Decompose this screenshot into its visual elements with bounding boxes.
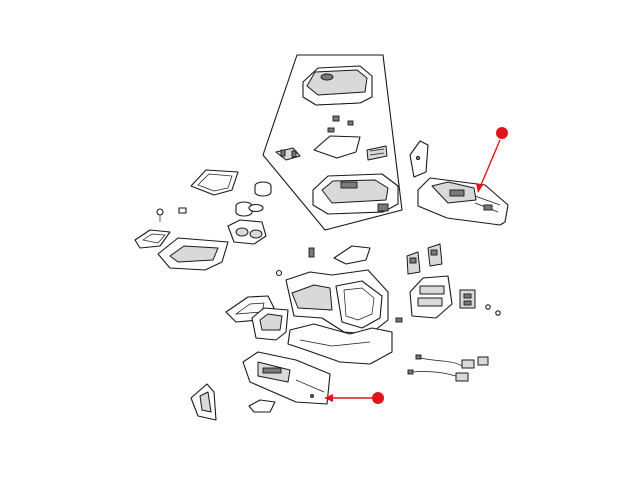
- end-cap-trim: [190, 383, 217, 421]
- callout-leader-upper: [477, 139, 501, 193]
- wire-harness: [407, 354, 489, 382]
- console-bin: [285, 269, 389, 335]
- callout-upper-right[interactable]: [476, 127, 508, 193]
- small-clip-mid: [275, 247, 315, 277]
- lid-cover-panel: [190, 169, 239, 196]
- inset-frame: [262, 54, 403, 231]
- lid-clips: [327, 115, 354, 133]
- switch-modules: [406, 243, 443, 275]
- rear-vent-panel: [409, 275, 453, 319]
- lid-inner-plate: [313, 135, 361, 159]
- shift-pad: [333, 245, 371, 265]
- armrest-inset-group: [262, 54, 403, 231]
- upper-right-trim-panel: [417, 177, 509, 226]
- callout-lower-left[interactable]: [324, 392, 384, 404]
- lid-base-tray: [312, 173, 399, 215]
- lower-left-trim-panel: [242, 351, 331, 405]
- cupholder-bezel: [227, 219, 267, 245]
- callout-arrowhead-upper: [476, 183, 483, 193]
- callout-arrowhead-lower: [324, 394, 333, 402]
- callout-dot-upper[interactable]: [496, 127, 508, 139]
- side-trim-bracket: [409, 140, 429, 178]
- fasteners-left: [156, 207, 187, 222]
- console-base-frame: [287, 317, 403, 365]
- small-bezel-bottom: [248, 399, 276, 413]
- callout-dot-lower[interactable]: [372, 392, 384, 404]
- armrest-lid-pad: [302, 65, 373, 106]
- front-storage-tray: [157, 237, 229, 271]
- usb-port-module: [459, 289, 501, 316]
- storage-mat: [134, 229, 171, 249]
- hinge-right: [366, 145, 388, 161]
- cup-pocket: [251, 307, 289, 341]
- hinge-left: [275, 147, 301, 161]
- cup-holder-inserts: [235, 181, 272, 217]
